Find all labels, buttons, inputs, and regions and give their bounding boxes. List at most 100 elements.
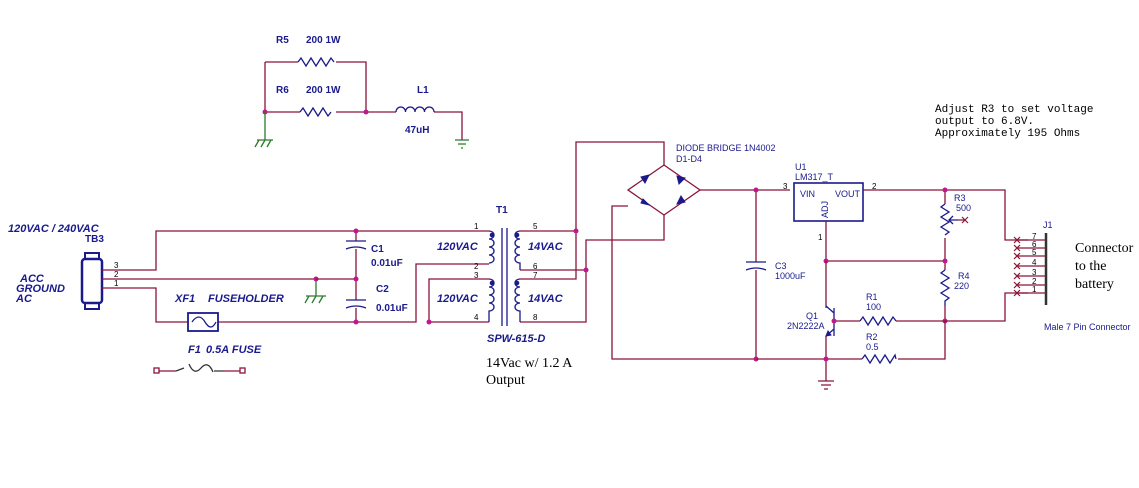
f1-value: 0.5A FUSE — [206, 344, 262, 356]
t1-pin-8: 8 — [533, 313, 538, 322]
q1-current-limit: Q1 2N2222A R1 100 R2 0.5 — [756, 261, 1028, 390]
r5-value: 200 1W — [306, 35, 341, 46]
junction-dot — [353, 228, 359, 234]
u1-pin-vout: 2 — [872, 182, 877, 191]
tb3-label-ground: GROUND — [16, 283, 65, 295]
tb3-terminal-block: 120VAC / 240VAC TB3 ACC GROUND AC 3 2 1 — [8, 223, 480, 323]
j1-pin-6: 6 — [1032, 240, 1037, 249]
bridge-name: DIODE BRIDGE 1N4002 — [676, 143, 776, 153]
l1-inductor — [395, 106, 435, 113]
u1-ref: U1 — [795, 162, 807, 172]
u1-pin-vin: 3 — [783, 182, 788, 191]
c3-ref: C3 — [775, 261, 787, 271]
j1-pin-5: 5 — [1032, 248, 1037, 257]
tb3-ref: TB3 — [85, 234, 104, 245]
c1-capacitor — [345, 240, 367, 250]
r2-ref: R2 — [866, 332, 878, 342]
u1-regulator: VIN VOUT ADJ U1 LM317_T 3 2 1 — [783, 162, 1028, 261]
tb3-rating: 120VAC / 240VAC — [8, 223, 100, 235]
junction-dot — [823, 356, 829, 362]
connector-note-line1: Connector — [1075, 241, 1134, 256]
tb3-pin-3: 3 — [114, 261, 119, 270]
tb3-label-ac: AC — [15, 293, 33, 305]
c1-ref: C1 — [371, 244, 384, 255]
output-note-line1: 14Vac w/ 1.2 A — [486, 356, 573, 371]
junction-dot — [353, 319, 359, 325]
l1-value: 47uH — [405, 125, 429, 136]
r3-potentiometer — [939, 203, 951, 236]
r3-r4-feedback: R3 500 R4 220 — [823, 187, 971, 324]
c1-c2-capacitors: C1 0.01uF C2 0.01uF — [316, 228, 408, 325]
c3-value: 1000uF — [775, 271, 806, 281]
tb3-pin-1: 1 — [114, 279, 119, 288]
connector-note-line3: battery — [1075, 277, 1114, 292]
t1-pin-3: 3 — [474, 271, 479, 280]
output-note-line2: Output — [486, 373, 525, 388]
tb3-label-acc: ACC — [19, 273, 45, 285]
c2-value: 0.01uF — [376, 303, 408, 314]
diode-bridge: DIODE BRIDGE 1N4002 D1-D4 — [611, 143, 790, 360]
r1-value: 100 — [866, 302, 881, 312]
l1-ref: L1 — [417, 85, 429, 96]
c2-capacitor — [345, 299, 367, 309]
t1-ref: T1 — [496, 205, 508, 216]
q1-part: 2N2222A — [787, 321, 825, 331]
junction-dot — [353, 276, 359, 282]
t1-part: SPW-615-D — [487, 333, 545, 345]
r5-resistor — [297, 56, 335, 68]
u1-vout: VOUT — [835, 189, 861, 199]
t1-pin-4: 4 — [474, 313, 479, 322]
r6-resistor — [299, 106, 332, 118]
xf1-ref: XF1 — [174, 293, 195, 305]
t1-pin-7: 7 — [533, 271, 538, 280]
junction-dot — [583, 267, 589, 273]
junction-dot — [363, 109, 369, 115]
r5-ref: R5 — [276, 35, 289, 46]
junction-dot — [426, 319, 432, 325]
t1-pin-2: 2 — [474, 262, 479, 271]
adjust-note-line3: Approximately 195 Ohms — [935, 128, 1080, 140]
connector-note-line2: to the — [1075, 259, 1107, 274]
u1-part: LM317_T — [795, 172, 834, 182]
junction-dot — [753, 187, 759, 193]
q1-ref: Q1 — [806, 311, 818, 321]
t1-pin-1: 1 — [474, 222, 479, 231]
earth-ground-icon — [455, 139, 469, 149]
junction-dot — [573, 228, 579, 234]
c3-capacitor: C3 1000uF — [745, 187, 806, 362]
chassis-ground-icon — [254, 112, 273, 148]
j1-pin-7: 7 — [1032, 232, 1037, 241]
t1-secondary-top: 14VAC — [528, 241, 564, 253]
j1-ref: J1 — [1043, 220, 1053, 230]
r4-ref: R4 — [958, 271, 970, 281]
bridge-refs: D1-D4 — [676, 154, 702, 164]
j1-pin-4: 4 — [1032, 258, 1037, 267]
c1-value: 0.01uF — [371, 258, 403, 269]
u1-pin-adj: 1 — [818, 233, 823, 242]
t1-pin-5: 5 — [533, 222, 538, 231]
xf1-name: FUSEHOLDER — [208, 293, 284, 305]
r2-resistor — [861, 353, 897, 365]
xf1-fuseholder: XF1 FUSEHOLDER — [174, 293, 284, 332]
t1-transformer: T1 120VAC 120VAC 14VAC 14VAC SPW-615-D 1… — [426, 141, 665, 345]
junction-dot — [831, 318, 837, 324]
j1-pin-3: 3 — [1032, 268, 1037, 277]
earth-ground-icon — [818, 380, 834, 390]
junction-dot — [942, 187, 948, 193]
tb3-pin-2: 2 — [114, 270, 119, 279]
r6-ref: R6 — [276, 85, 289, 96]
r4-resistor — [939, 269, 951, 306]
t1-primary-bottom: 120VAC — [437, 293, 479, 305]
c2-ref: C2 — [376, 284, 389, 295]
r5-r6-l1-network: R5 200 1W R6 200 1W L1 47uH — [254, 35, 469, 149]
j1-pin-1: 1 — [1032, 285, 1037, 294]
r2-value: 0.5 — [866, 342, 879, 352]
j1-caption: Male 7 Pin Connector — [1044, 322, 1131, 332]
t1-secondary-bottom: 14VAC — [528, 293, 564, 305]
adjust-note-line2: output to 6.8V. — [935, 116, 1034, 128]
r4-value: 220 — [954, 281, 969, 291]
junction-dot — [942, 258, 948, 264]
r6-value: 200 1W — [306, 85, 341, 96]
r1-ref: R1 — [866, 292, 878, 302]
